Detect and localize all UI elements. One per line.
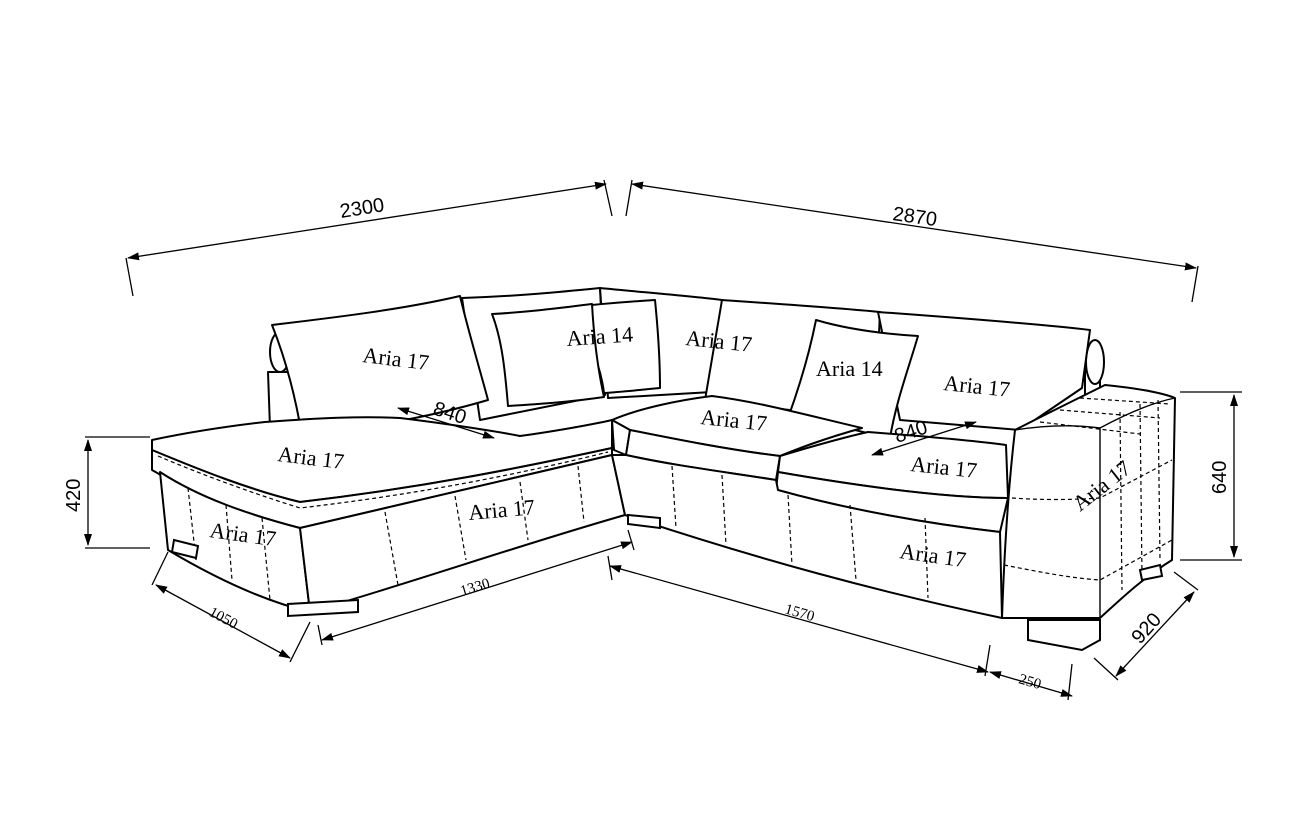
right-arm — [1001, 384, 1176, 619]
label-base-left: Aria 17 — [467, 494, 536, 525]
foot-corner — [627, 513, 661, 530]
dim-250: 250 — [1017, 671, 1043, 693]
fabric-labels: Aria 17 Aria 14 Aria 17 Aria 14 Aria 17 … — [208, 321, 1135, 572]
foot-right — [1027, 619, 1101, 652]
back-cushion-left — [271, 295, 489, 437]
dim-420: 420 — [63, 479, 85, 512]
dim-1330: 1330 — [458, 576, 491, 600]
label-small-cushion-left: Aria 14 — [566, 321, 634, 351]
right-arm-edge — [1014, 425, 1101, 618]
dim-line-840-right — [871, 421, 977, 456]
dim-line-250 — [989, 671, 1073, 697]
foot-left — [170, 538, 200, 560]
dimension-lines — [84, 179, 1242, 701]
back-panel-right — [877, 311, 1091, 431]
chaise-stitch — [157, 451, 609, 509]
small-cushion-left-front — [491, 303, 605, 407]
foot-far-right — [1138, 563, 1164, 582]
dim-line-2300 — [127, 181, 607, 261]
dim-920: 920 — [1127, 609, 1166, 649]
dim-line-920 — [1115, 591, 1195, 677]
dim-1570: 1570 — [783, 601, 816, 625]
dim-line-1330 — [321, 541, 633, 641]
dim-line-1050 — [155, 584, 291, 659]
foot-center — [287, 598, 359, 618]
right-arm-top-edge — [1099, 397, 1176, 429]
dim-2870: 2870 — [891, 203, 938, 231]
dim-640: 640 — [1209, 461, 1231, 494]
right-arm-quilting — [1003, 397, 1173, 591]
label-small-cushion-right: Aria 14 — [816, 356, 883, 381]
dim-line-840-left — [397, 407, 495, 439]
dim-line-2870 — [631, 181, 1197, 271]
dim-line-1570 — [609, 565, 989, 673]
